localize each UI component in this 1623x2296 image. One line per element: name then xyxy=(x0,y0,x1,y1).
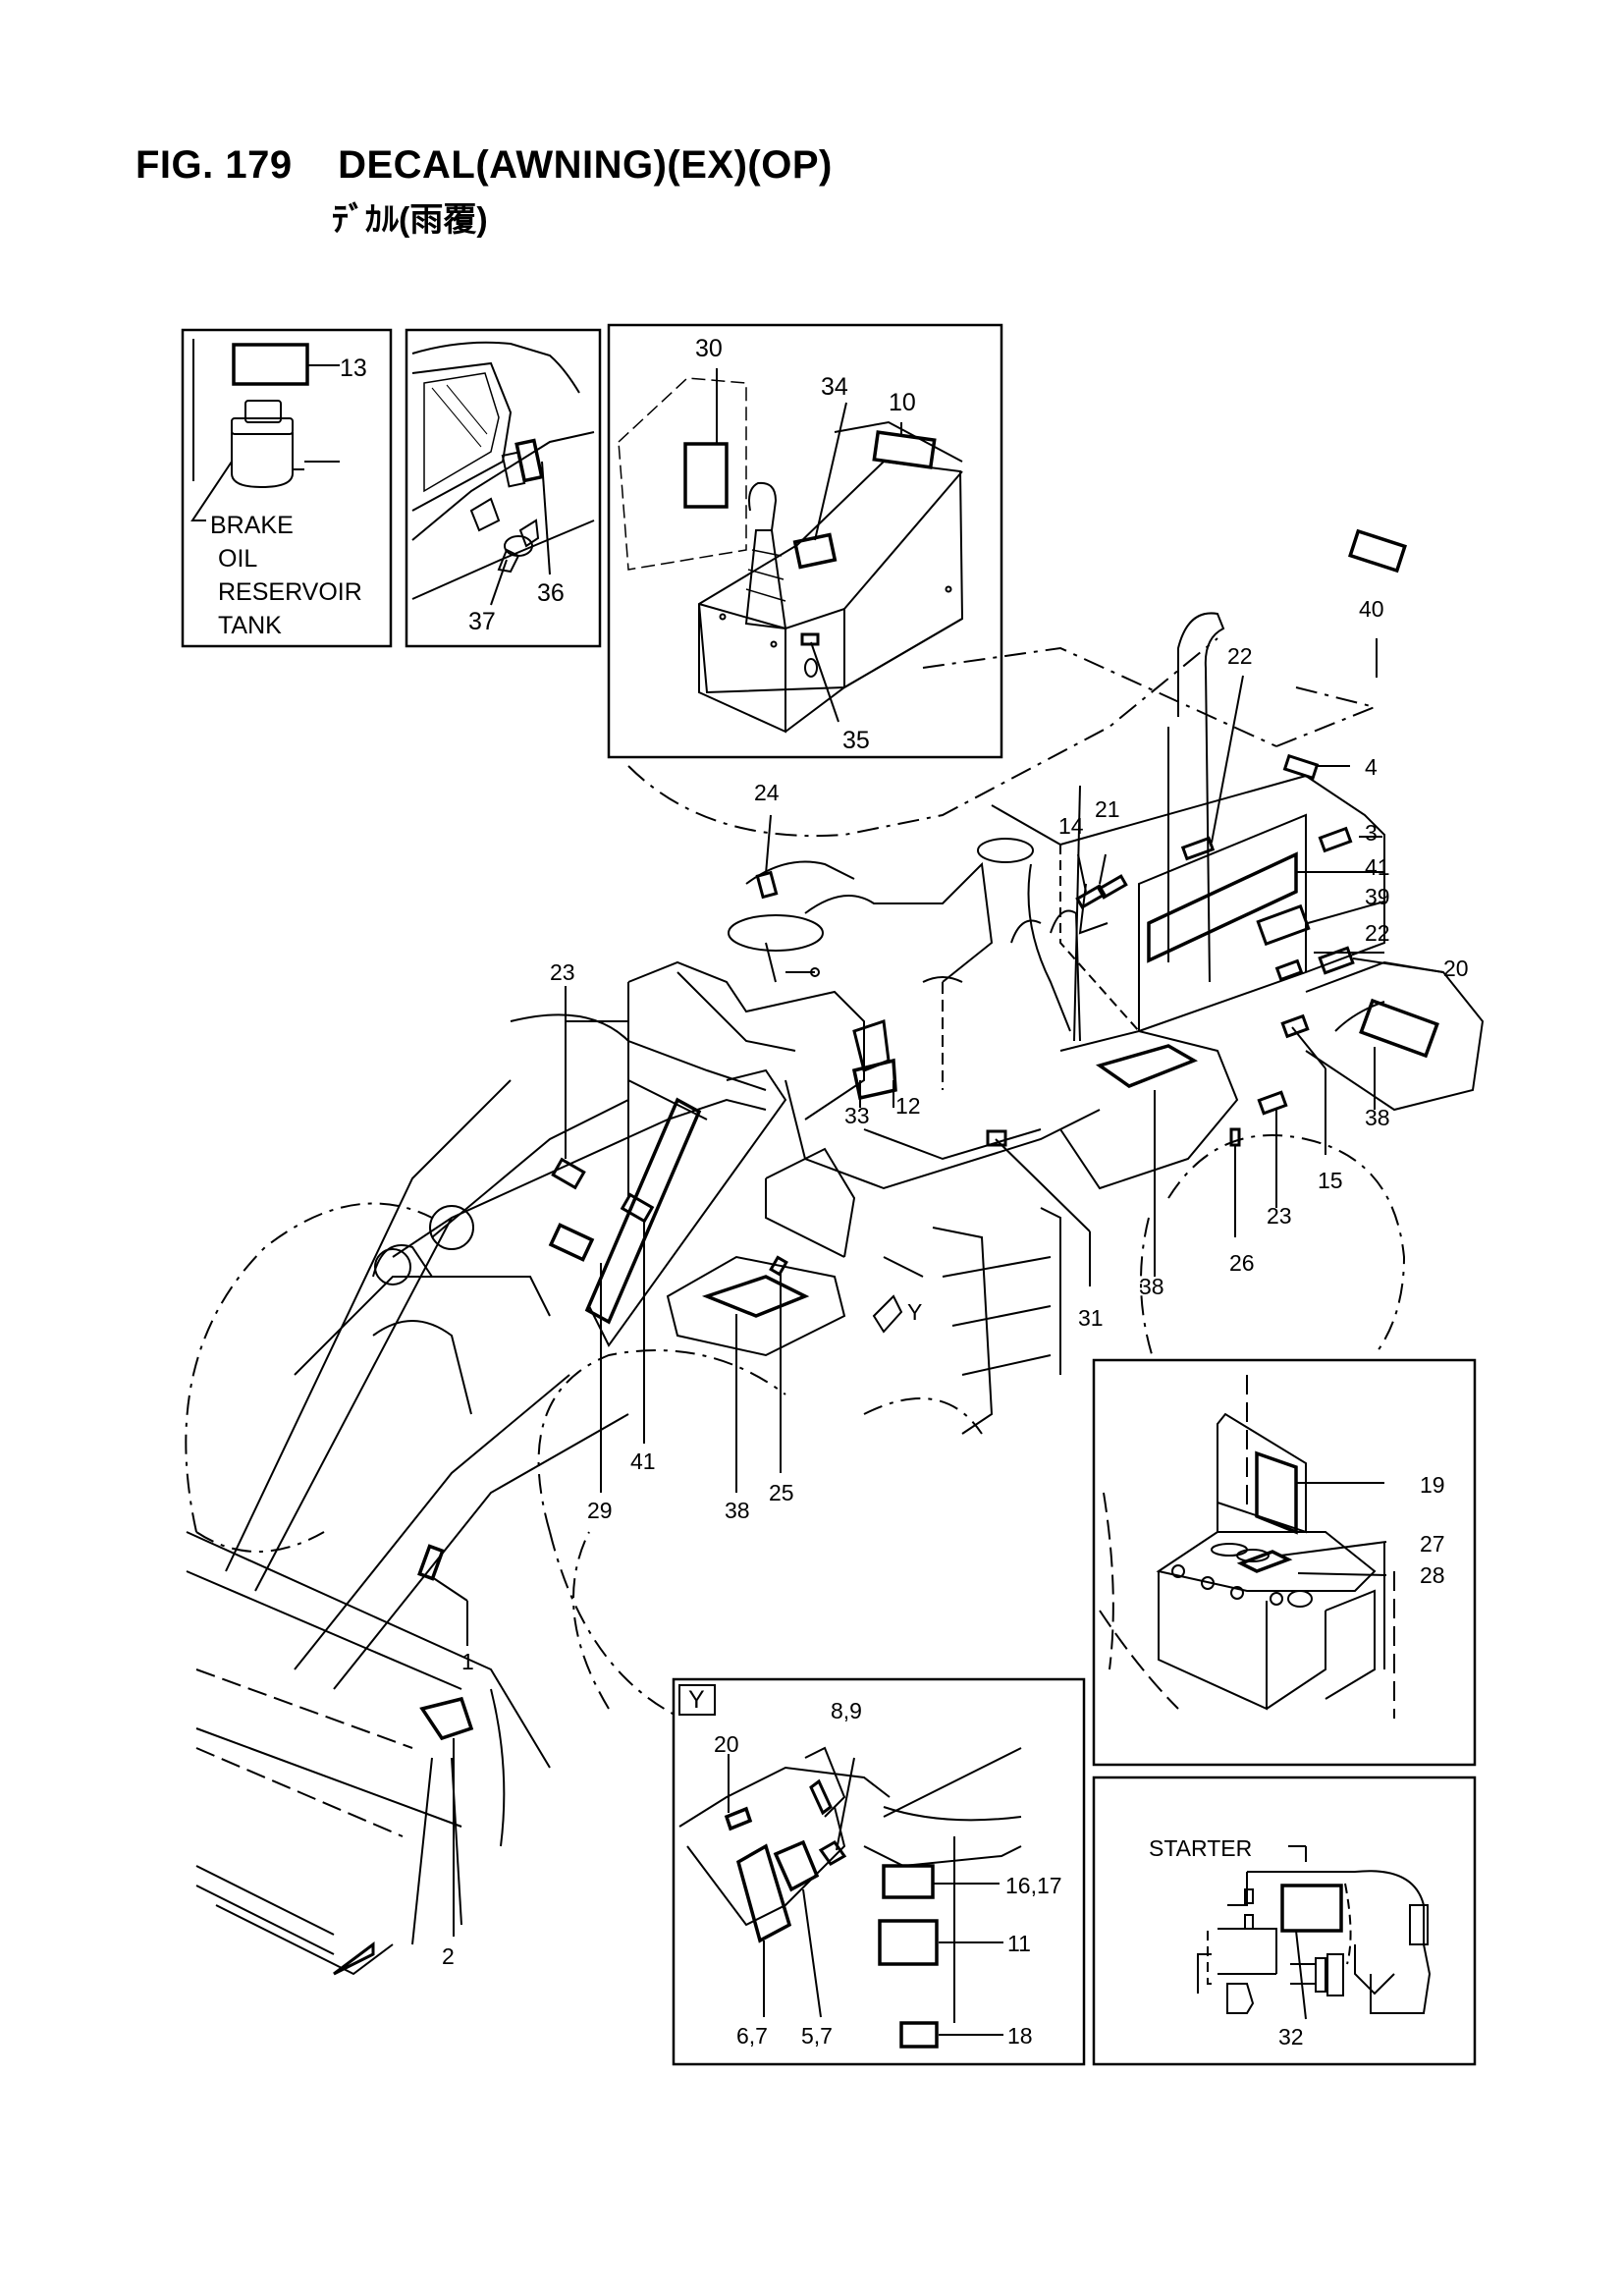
part-label[interactable]: 15 xyxy=(1318,1168,1343,1193)
part-label[interactable]: 2 xyxy=(442,1943,455,1969)
part-label[interactable]: 24 xyxy=(754,780,780,805)
part-label[interactable]: 12 xyxy=(895,1093,921,1119)
inset-battery[interactable]: 19 27 28 xyxy=(1092,1358,1477,1767)
part-label[interactable]: 20 xyxy=(1443,956,1469,981)
caption-line: OIL xyxy=(218,545,257,573)
part-label[interactable]: 40 xyxy=(1359,596,1384,622)
part-label[interactable]: 19 xyxy=(1420,1472,1445,1498)
part-label[interactable]: 11 xyxy=(1007,1931,1031,1956)
inset-starter[interactable]: STARTER 32 xyxy=(1092,1776,1477,2066)
part-label[interactable]: 22 xyxy=(1227,643,1253,669)
part-label[interactable]: 16,17 xyxy=(1005,1873,1062,1898)
main-wheel-loader-view xyxy=(185,528,1485,1976)
decal-30 xyxy=(683,442,729,509)
view-marker-y[interactable]: Y xyxy=(907,1299,922,1325)
part-label[interactable]: 35 xyxy=(842,727,870,754)
part-label[interactable]: 28 xyxy=(1420,1562,1445,1588)
part-label[interactable]: 10 xyxy=(889,389,916,416)
view-y-tag: Y xyxy=(688,1686,705,1714)
part-label[interactable]: 6,7 xyxy=(736,2023,768,2049)
part-label[interactable]: 23 xyxy=(1267,1203,1292,1229)
starter-caption: STARTER xyxy=(1149,1835,1252,1861)
part-label[interactable]: 41 xyxy=(630,1449,656,1474)
figure-title: FIG. 179 DECAL(AWNING)(EX)(OP) xyxy=(135,143,833,187)
part-label[interactable]: 14 xyxy=(1058,813,1084,839)
part-label[interactable]: 39 xyxy=(1365,884,1390,909)
part-label[interactable]: 20 xyxy=(714,1731,739,1757)
part-label[interactable]: 26 xyxy=(1229,1250,1255,1276)
part-label[interactable]: 3 xyxy=(1365,820,1378,846)
part-label[interactable]: 34 xyxy=(821,373,848,401)
part-label[interactable]: 29 xyxy=(587,1498,613,1523)
part-label[interactable]: 1 xyxy=(461,1649,474,1674)
part-label[interactable]: 23 xyxy=(550,959,575,985)
part-label[interactable]: 32 xyxy=(1278,2024,1304,2050)
part-label[interactable]: 30 xyxy=(695,335,723,362)
part-label[interactable]: 18 xyxy=(1007,2023,1033,2049)
caption-line: TANK xyxy=(218,612,282,639)
part-label[interactable]: 41 xyxy=(1365,854,1390,880)
decal-10 xyxy=(872,430,937,469)
part-label[interactable]: 31 xyxy=(1078,1305,1104,1331)
part-label[interactable]: 36 xyxy=(537,579,565,607)
part-label[interactable]: 38 xyxy=(1139,1274,1164,1299)
caption-line: BRAKE xyxy=(210,512,294,539)
part-label[interactable]: 13 xyxy=(340,355,367,382)
part-label[interactable]: 25 xyxy=(769,1480,794,1505)
decal-13-rect xyxy=(232,343,309,386)
part-label[interactable]: 21 xyxy=(1095,796,1120,822)
part-label[interactable]: 38 xyxy=(1365,1105,1390,1130)
part-label[interactable]: 5,7 xyxy=(801,2023,833,2049)
inset-cab-panel[interactable]: 36 37 xyxy=(405,328,602,648)
part-label[interactable]: 38 xyxy=(725,1498,750,1523)
caption-line: RESERVOIR xyxy=(218,578,362,606)
inset-brake-tank[interactable]: 13 BRAKE OIL RESERVOIR TANK xyxy=(181,328,393,648)
part-label[interactable]: 4 xyxy=(1365,754,1378,780)
main-view-labels[interactable]: 40 4 3 41 39 22 20 22 21 14 24 23 33 12 … xyxy=(442,596,1469,1969)
decal-34 xyxy=(792,532,838,570)
figure-subtitle: ﾃﾞｶﾙ(雨覆) xyxy=(332,201,488,239)
part-label[interactable]: 22 xyxy=(1365,920,1390,946)
part-label[interactable]: 8,9 xyxy=(831,1698,862,1723)
inset-control-box[interactable]: 30 34 10 35 xyxy=(607,323,1003,759)
part-label[interactable]: 33 xyxy=(844,1103,870,1128)
part-label[interactable]: 37 xyxy=(468,608,496,635)
part-label[interactable]: 27 xyxy=(1420,1531,1445,1557)
inset-view-y[interactable]: Y 20 8,9 16,17 11 18 6,7 5,7 xyxy=(672,1677,1086,2066)
